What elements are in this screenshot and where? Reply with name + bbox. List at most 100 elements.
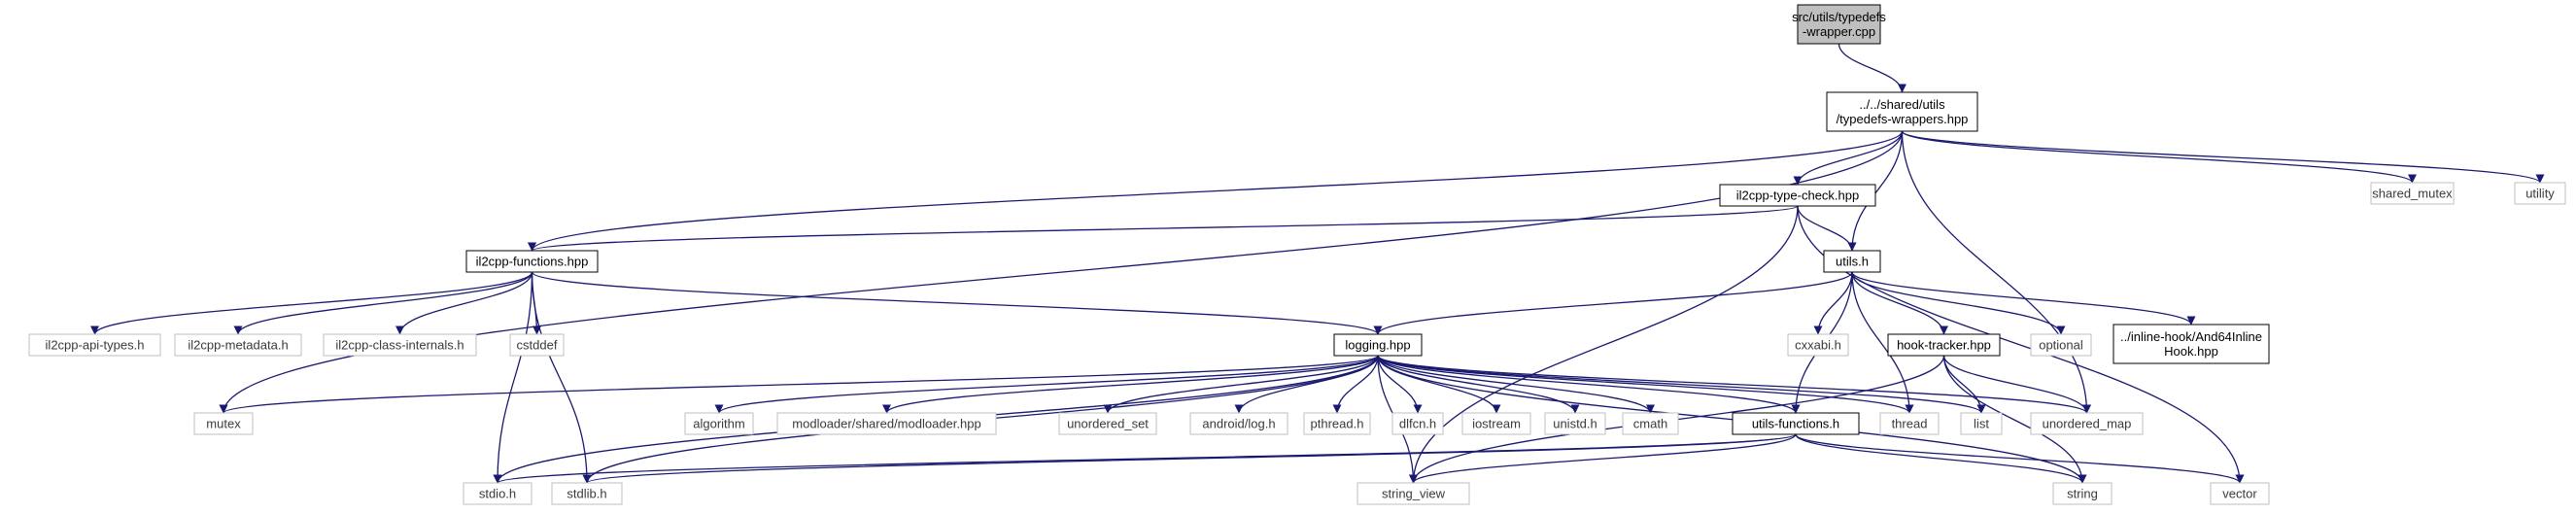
node-box (776, 412, 997, 435)
node-label: unordered_set (1067, 417, 1149, 431)
node-unordered_set[interactable]: unordered_set (1058, 412, 1157, 435)
node-il2cpp_api_types[interactable]: il2cpp-api-types.h (28, 333, 161, 357)
node-box (1719, 184, 1876, 207)
edge-logging-to-utils_functions (1377, 355, 1801, 414)
node-il2cpp_metadata[interactable]: il2cpp-metadata.h (174, 333, 302, 357)
edge-il2cpp_type_check-to-string_view (1409, 205, 1799, 484)
node-box (1879, 412, 1940, 435)
node-label: il2cpp-class-internals.h (335, 338, 464, 353)
node-il2cpp_class_internals[interactable]: il2cpp-class-internals.h (323, 333, 477, 357)
edge-typedefs_wrappers-to-unordered_map (1901, 130, 2091, 414)
node-box (684, 412, 754, 435)
edge-il2cpp_functions-to-il2cpp_api_types (90, 271, 533, 335)
node-box (2030, 333, 2092, 357)
node-box (1823, 250, 1881, 273)
node-box (1960, 412, 2003, 435)
node-label: thread (1892, 417, 1928, 431)
node-label: Hook.hpp (2164, 344, 2218, 359)
node-box (465, 250, 599, 273)
node-box (463, 482, 532, 505)
node-stdio[interactable]: stdio.h (463, 482, 532, 505)
node-utils_functions[interactable]: utils-functions.h (1732, 412, 1860, 435)
node-stdlib[interactable]: stdlib.h (551, 482, 623, 505)
file-nodes: src/utils/typedefs-wrapper.cpp ../../shar… (28, 4, 2566, 505)
node-hook_tracker[interactable]: hook-tracker.hpp (1887, 333, 2001, 357)
node-cmath[interactable]: cmath (1622, 412, 1679, 435)
node-box (1303, 412, 1371, 435)
node-utils_h[interactable]: utils.h (1823, 250, 1881, 273)
node-label: cxxabi.h (1795, 338, 1841, 353)
node-modloader[interactable]: modloader/shared/modloader.hpp (776, 412, 997, 435)
node-box (551, 482, 623, 505)
node-label: utils.h (1836, 255, 1869, 269)
edge-utils_functions-to-vector (1795, 433, 2245, 484)
dependency-edges (90, 43, 2545, 484)
node-label: vector (2222, 487, 2257, 501)
node-label: android/log.h (1202, 417, 1275, 431)
node-label: iostream (1472, 417, 1521, 431)
edge-utils_h-to-inline_hook (1851, 271, 2196, 326)
edge-logging-to-list (1377, 355, 1986, 414)
node-list[interactable]: list (1960, 412, 2003, 435)
node-label: hook-tracker.hpp (1897, 338, 1991, 353)
node-algorithm[interactable]: algorithm (684, 412, 754, 435)
node-pthread[interactable]: pthread.h (1303, 412, 1371, 435)
node-label: dlfcn.h (1399, 417, 1436, 431)
node-shared_mutex[interactable]: shared_mutex (2370, 182, 2455, 205)
node-label: logging.hpp (1345, 338, 1410, 353)
edge-hook_tracker-to-unordered_map (1942, 355, 2091, 414)
node-optional[interactable]: optional (2030, 333, 2092, 357)
edge-il2cpp_type_check-to-vector (1797, 205, 2245, 484)
node-label: ../../shared/utils (1859, 97, 1945, 112)
node-unistd[interactable]: unistd.h (1544, 412, 1606, 435)
node-box (2112, 324, 2270, 364)
node-box (1826, 91, 1978, 132)
node-utility[interactable]: utility (2514, 182, 2566, 205)
node-label: il2cpp-api-types.h (46, 338, 145, 353)
edge-utils_functions-to-string_view (1409, 433, 1797, 484)
node-dlfcn[interactable]: dlfcn.h (1391, 412, 1444, 435)
node-box (1797, 4, 1881, 45)
node-logging[interactable]: logging.hpp (1333, 333, 1423, 357)
node-string[interactable]: string (2052, 482, 2112, 505)
node-mutex[interactable]: mutex (193, 412, 254, 435)
node-label: stdio.h (479, 487, 516, 501)
node-label: unistd.h (1553, 417, 1597, 431)
node-box (174, 333, 302, 357)
edge-il2cpp_functions-to-stdio (493, 271, 533, 484)
node-label: utils-functions.h (1752, 417, 1839, 431)
node-label: unordered_map (2043, 417, 2132, 431)
node-label: ../inline-hook/And64Inline (2120, 329, 2262, 344)
node-box (1333, 333, 1423, 357)
node-unordered_map[interactable]: unordered_map (2030, 412, 2144, 435)
edge-logging-to-dlfcn (1377, 355, 1423, 414)
edge-logging-to-unordered_set (1103, 355, 1379, 414)
edge-utils_h-to-hook_tracker (1851, 271, 1948, 335)
node-cxxabi[interactable]: cxxabi.h (1787, 333, 1849, 357)
node-box (2052, 482, 2112, 505)
node-string_view[interactable]: string_view (1357, 482, 1470, 505)
node-cstddef[interactable]: cstddef (509, 333, 565, 357)
node-label: il2cpp-type-check.hpp (1736, 188, 1859, 203)
node-box (1058, 412, 1157, 435)
node-il2cpp_functions[interactable]: il2cpp-functions.hpp (465, 250, 599, 273)
node-box (1622, 412, 1679, 435)
node-root[interactable]: src/utils/typedefs-wrapper.cpp (1792, 4, 1886, 45)
edge-logging-to-cmath (1377, 355, 1655, 414)
edge-utils_functions-to-string (1795, 433, 2087, 484)
edge-typedefs_wrappers-to-utils_h (1847, 130, 1904, 252)
node-box (1461, 412, 1531, 435)
node-iostream[interactable]: iostream (1461, 412, 1531, 435)
node-label: algorithm (693, 417, 744, 431)
node-box (1357, 482, 1470, 505)
node-label: optional (2039, 338, 2083, 353)
node-box (1544, 412, 1606, 435)
edge-typedefs_wrappers-to-il2cpp_functions (528, 130, 1904, 252)
node-label: /typedefs-wrappers.hpp (1837, 112, 1969, 126)
node-thread[interactable]: thread (1879, 412, 1940, 435)
node-android_log[interactable]: android/log.h (1189, 412, 1288, 435)
node-vector[interactable]: vector (2210, 482, 2270, 505)
node-typedefs_wrappers[interactable]: ../../shared/utils/typedefs-wrappers.hpp (1826, 91, 1978, 132)
node-il2cpp_type_check[interactable]: il2cpp-type-check.hpp (1719, 184, 1876, 207)
